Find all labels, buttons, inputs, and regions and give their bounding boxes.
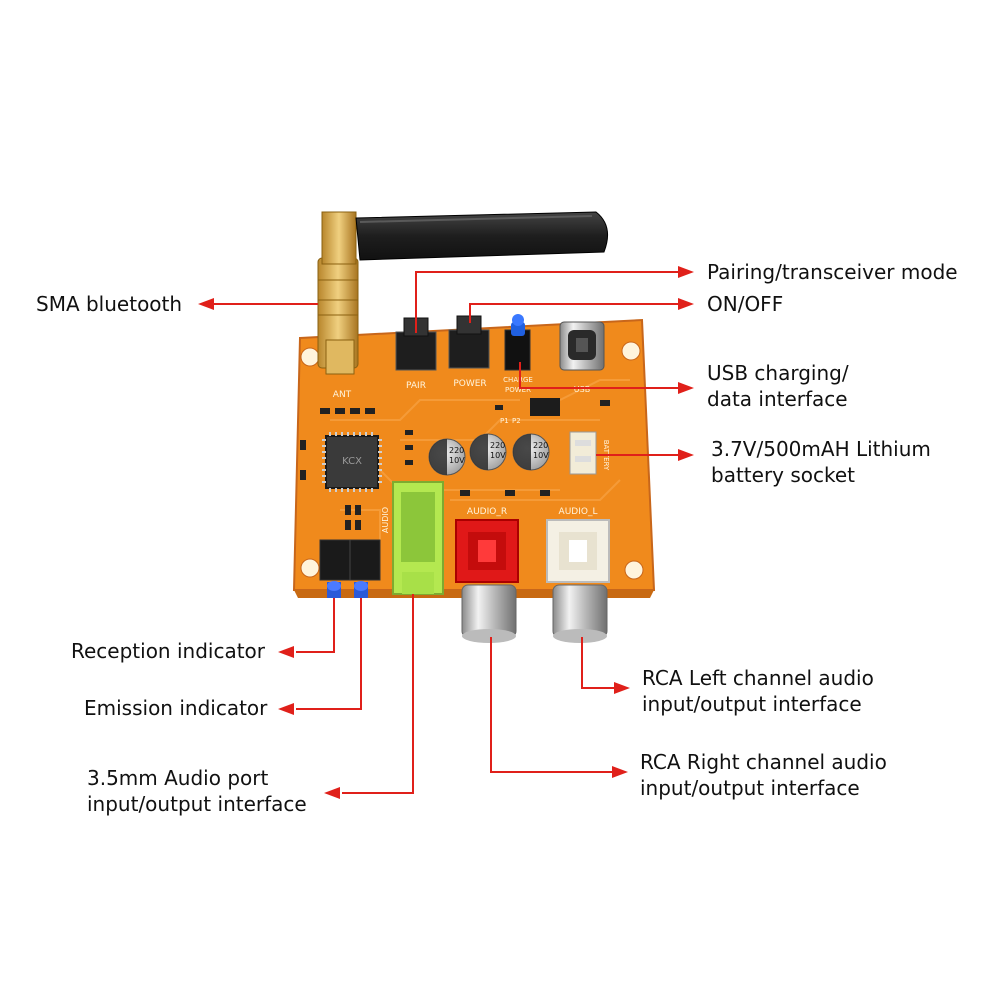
label-battery-line2: battery socket <box>711 463 856 487</box>
silk-p2: P2 <box>512 417 521 425</box>
silk-audio-r: AUDIO_R <box>467 507 507 517</box>
rca-right-jack[interactable] <box>455 519 519 643</box>
silk-pair: PAIR <box>406 381 426 391</box>
label-aux-port: 3.5mm Audio port input/output interface <box>87 765 307 817</box>
silk-audio-l: AUDIO_L <box>559 507 598 517</box>
cap1-value: 220 <box>449 446 464 455</box>
chip-marking: KCX <box>342 456 362 467</box>
silk-power-small: POWER <box>505 386 531 394</box>
bluetooth-chip: KCX <box>322 432 382 492</box>
capacitors: 220 10V 220 10V 220 10V <box>428 433 550 476</box>
label-rca-left-line1: RCA Left channel audio <box>642 666 874 690</box>
label-rca-right-line1: RCA Right channel audio <box>640 750 887 774</box>
label-on-off: ON/OFF <box>707 292 784 316</box>
cap2-voltage: 10V <box>490 451 506 460</box>
indicator-header <box>319 539 381 581</box>
power-button[interactable] <box>448 315 490 369</box>
label-usb-line2: data interface <box>707 387 848 411</box>
reception-led <box>327 581 341 598</box>
silk-usb: USB <box>574 385 590 394</box>
cap3-voltage: 10V <box>533 451 549 460</box>
silk-power: POWER <box>453 379 486 389</box>
label-battery-socket: 3.7V/500mAH Lithium battery socket <box>711 436 931 488</box>
annotation-lines <box>208 271 680 794</box>
usb-c-port[interactable] <box>559 321 605 371</box>
silk-p1: P1 <box>500 417 509 425</box>
label-rca-left: RCA Left channel audio input/output inte… <box>642 665 874 717</box>
label-usb-line1: USB charging/ <box>707 361 849 385</box>
label-rca-left-line2: input/output interface <box>642 692 862 716</box>
silk-charge: CHARGE <box>503 376 533 384</box>
sma-antenna <box>317 211 609 375</box>
label-pairing-mode: Pairing/transceiver mode <box>707 260 958 284</box>
cap2-value: 220 <box>490 441 505 450</box>
emission-led <box>354 581 368 598</box>
rca-left-jack[interactable] <box>546 519 610 643</box>
label-reception-indicator: Reception indicator <box>71 639 266 663</box>
smd-diode <box>530 398 560 416</box>
label-emission-indicator: Emission indicator <box>84 696 268 720</box>
aux-jack[interactable] <box>392 481 444 595</box>
silk-audio: AUDIO <box>381 507 390 533</box>
label-rca-right-line2: input/output interface <box>640 776 860 800</box>
label-aux-line2: input/output interface <box>87 792 307 816</box>
silk-ant: ANT <box>333 390 352 400</box>
label-rca-right: RCA Right channel audio input/output int… <box>640 749 887 801</box>
label-battery-line1: 3.7V/500mAH Lithium <box>711 437 931 461</box>
label-aux-line1: 3.5mm Audio port <box>87 766 269 790</box>
cap1-voltage: 10V <box>449 456 465 465</box>
status-leds <box>504 314 531 371</box>
label-usb-interface: USB charging/ data interface <box>707 360 849 412</box>
cap3-value: 220 <box>533 441 548 450</box>
battery-socket[interactable] <box>569 431 597 475</box>
label-sma-bluetooth: SMA bluetooth <box>36 292 183 316</box>
annotation-arrowheads <box>198 266 694 799</box>
